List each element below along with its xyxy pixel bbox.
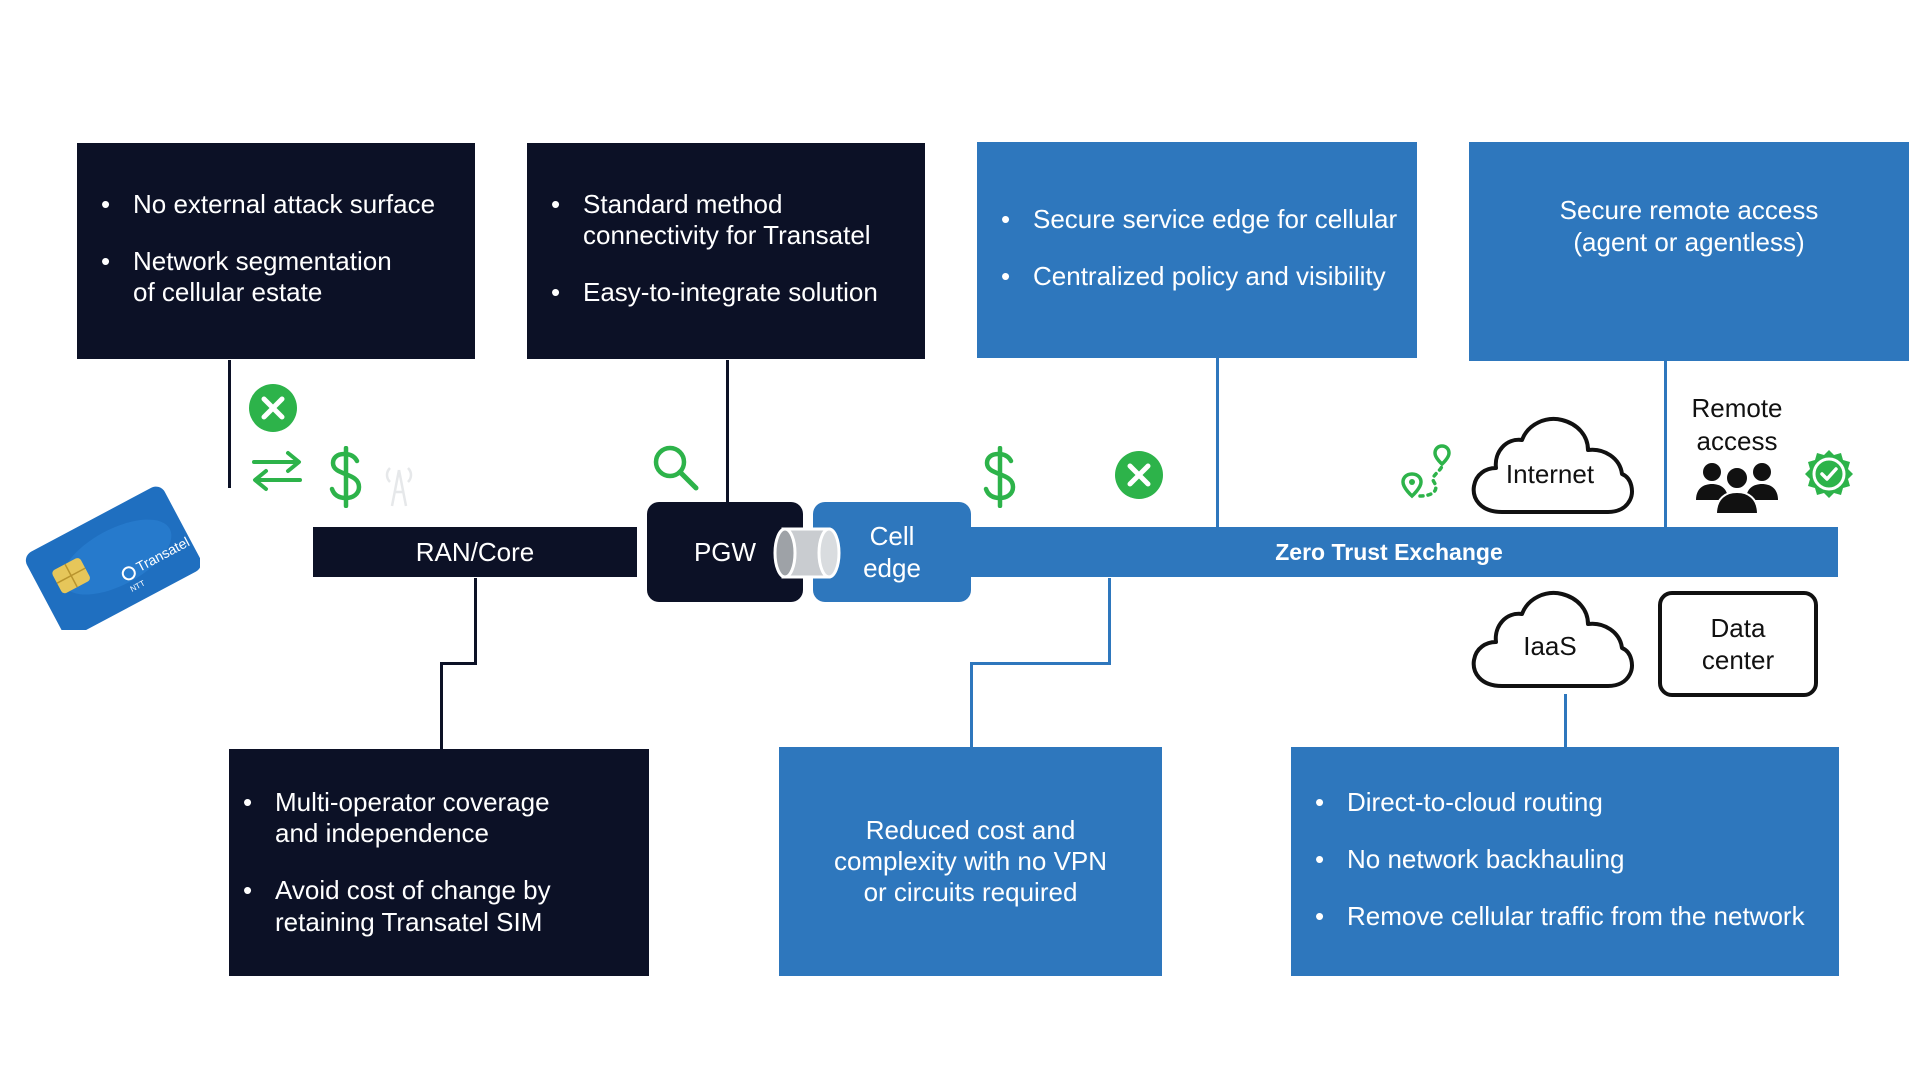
iaas-cloud-icon	[1471, 591, 1634, 688]
close-circle-icon	[1115, 451, 1163, 499]
dollar-icon	[329, 446, 362, 508]
close-circle-icon	[249, 384, 297, 432]
dollar-icon	[983, 446, 1016, 508]
cell-edge-label: Cell edge	[863, 520, 921, 584]
bullet: Standard method connectivity for Transat…	[537, 189, 915, 251]
zero-trust-exchange-bar: Zero Trust Exchange	[960, 527, 1838, 577]
remote-access-label: Remote access	[1691, 393, 1783, 456]
ran-core-bar: RAN/Core	[313, 527, 637, 577]
connector-top2	[726, 360, 729, 502]
connector-top1	[228, 360, 231, 488]
internet-cloud-icon	[1471, 417, 1634, 514]
iaas-label: IaaS	[1523, 631, 1577, 661]
sim-card-icon: Transatel NTT	[25, 486, 200, 630]
internet-label: Internet	[1505, 459, 1595, 489]
bullet: No external attack surface	[87, 189, 465, 220]
data-center-box: Data center	[1658, 591, 1818, 697]
bullet: No network backhauling	[1301, 844, 1829, 875]
top-box-2: Standard method connectivity for Transat…	[527, 143, 925, 359]
connector-bottom1-b	[440, 662, 477, 665]
top-box-3: Secure service edge for cellular Central…	[977, 142, 1417, 358]
bullet: Multi-operator coverage and independence	[229, 787, 639, 849]
swap-arrows-icon	[252, 451, 302, 491]
tunnel-icon	[773, 527, 841, 579]
bullet: Secure service edge for cellular	[987, 204, 1407, 235]
bottom-box-1: Multi-operator coverage and independence…	[229, 749, 649, 976]
route-icon	[1401, 444, 1451, 499]
connector-bottom3	[1564, 694, 1567, 748]
bottom-box-2: Reduced cost and complexity with no VPN …	[779, 747, 1162, 976]
bullet: Direct-to-cloud routing	[1301, 787, 1829, 818]
zero-trust-exchange-label: Zero Trust Exchange	[1275, 538, 1503, 565]
connector-bottom1-c	[440, 662, 443, 750]
users-group-icon	[1696, 463, 1778, 514]
top-box-4: Secure remote access (agent or agentless…	[1469, 142, 1909, 361]
cost-description: Reduced cost and complexity with no VPN …	[833, 814, 1108, 908]
bullet: Network segmentation of cellular estate	[87, 246, 465, 308]
bullet: Centralized policy and visibility	[987, 261, 1407, 292]
connector-top3	[1216, 357, 1219, 527]
connector-bottom1-a	[474, 578, 477, 664]
bottom-box-3: Direct-to-cloud routing No network backh…	[1291, 747, 1839, 976]
search-icon	[653, 445, 699, 491]
bullet: Easy-to-integrate solution	[537, 277, 915, 308]
antenna-icon	[385, 467, 413, 507]
bullet: Avoid cost of change by retaining Transa…	[229, 875, 639, 937]
connector-top4	[1664, 360, 1667, 527]
connector-bottom2-c	[970, 662, 973, 748]
top-box-1: No external attack surface Network segme…	[77, 143, 475, 359]
connector-bottom2-b	[970, 662, 1111, 665]
bullet: Remove cellular traffic from the network	[1301, 901, 1829, 932]
ran-core-label: RAN/Core	[415, 536, 535, 567]
data-center-label: Data center	[1701, 612, 1775, 676]
verified-badge-icon	[1805, 450, 1853, 498]
remote-access-description: Secure remote access (agent or agentless…	[1559, 195, 1819, 257]
pgw-label: PGW	[693, 536, 757, 567]
connector-bottom2-a	[1108, 578, 1111, 664]
